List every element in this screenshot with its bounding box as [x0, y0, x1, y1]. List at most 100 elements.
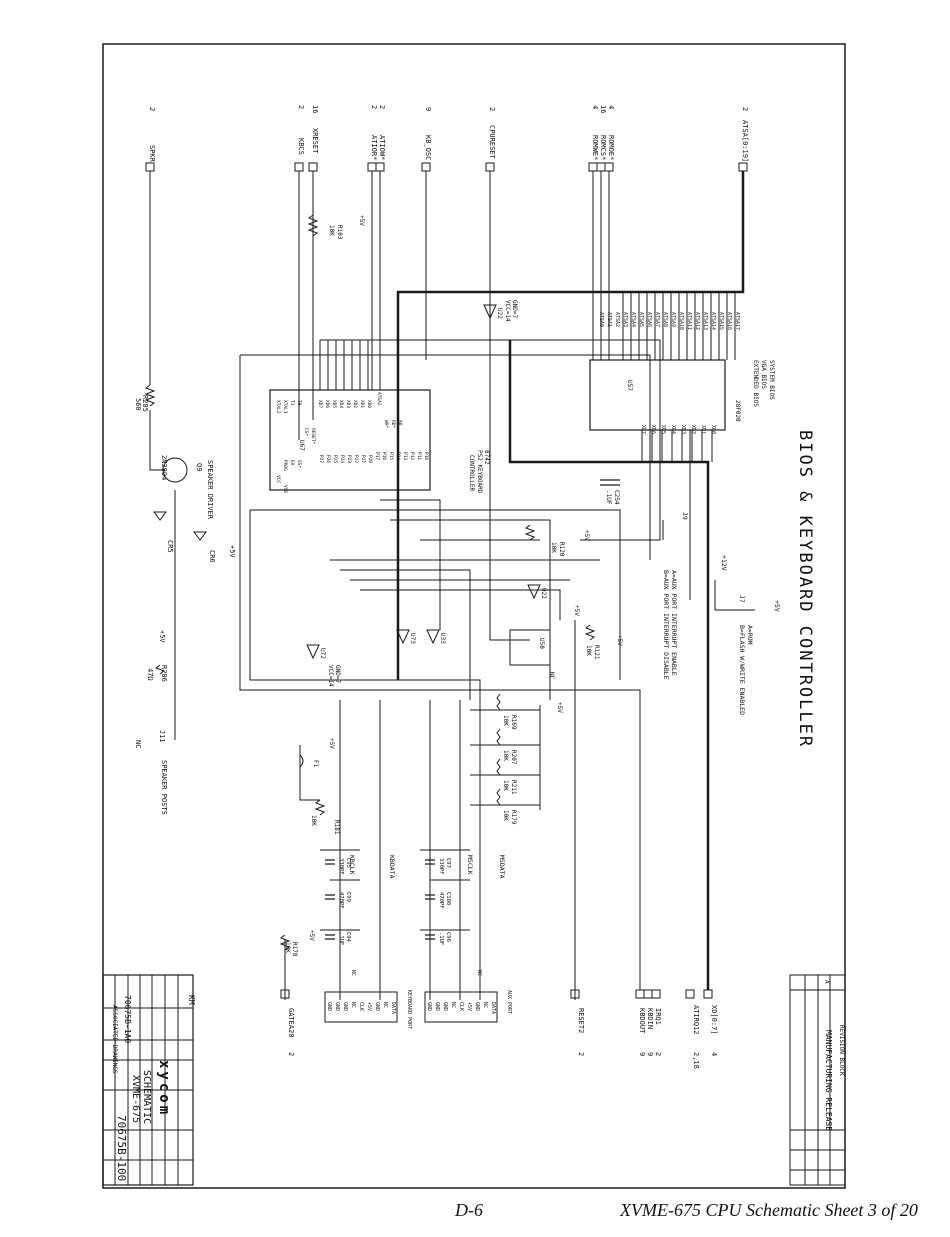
signal-atiow-sheet: 2: [378, 105, 386, 109]
plus5-r103: +5V: [358, 215, 365, 226]
svg-text:XD2: XD2: [690, 425, 696, 434]
svg-text:ATSA3: ATSA3: [622, 312, 628, 327]
svg-text:+5V: +5V: [366, 1002, 372, 1011]
svg-text:NC: NC: [482, 1002, 488, 1008]
signal-irq1: IRQ1: [654, 1008, 662, 1025]
sheet-border: [102, 43, 846, 1189]
signal-gatea20-sheet: 2: [287, 1052, 295, 1056]
connector-xreset: [308, 162, 318, 172]
svg-text:XD4: XD4: [670, 425, 676, 434]
plus5-j7: +5V: [773, 600, 781, 612]
svg-text:XD1: XD1: [359, 400, 365, 408]
signal-kbdin-sheet: 9: [646, 1052, 654, 1056]
j7-text-a: A=ROM: [746, 625, 754, 645]
atsa-bus: [396, 171, 745, 680]
title-block-title: SCHEMATIC: [141, 1070, 152, 1124]
title-block-model: XVME-675: [130, 1075, 141, 1123]
jumper-j9: J9 A=AUX PORT INTERRUPT ENABLE B=AUX POR…: [662, 512, 689, 680]
bios-chip-line1: SYSTEM BIOS: [768, 360, 775, 400]
r205-value: 560: [134, 398, 142, 411]
plus5-u50: +5V: [573, 605, 580, 616]
svg-text:ATSA6: ATSA6: [646, 312, 652, 327]
speaker-posts-label: SPEAKER POSTS: [160, 760, 168, 815]
r179-ref: R179: [510, 810, 517, 825]
svg-text:XTAL2: XTAL2: [275, 400, 281, 414]
svg-text:ATSA2: ATSA2: [614, 312, 620, 327]
pullup-ladder: +5V R169 10K R207 10K R211 10K R179 10K: [496, 693, 563, 825]
net-msclk: MSCLK: [466, 855, 474, 875]
resistors-r120-r121: R120 10K +5V R121 10K +5V +5V NC: [524, 524, 623, 680]
svg-text:10K: 10K: [284, 942, 291, 953]
kbc-chip-body: [269, 389, 431, 491]
j7-ref: J7: [738, 595, 746, 603]
kbc-line1: PS2 KEYBOARD: [476, 450, 483, 494]
svg-text:XD3: XD3: [345, 400, 351, 408]
svg-text:ATSA16: ATSA16: [726, 312, 732, 330]
r181-ref: R181: [333, 820, 340, 835]
svg-text:GND: GND: [474, 1002, 480, 1011]
speaker-posts: R206 47Ω +5V J11 SPEAKER POSTS NC: [134, 630, 168, 815]
signal-atsa: ATSA[0:19]: [741, 120, 749, 162]
nc-u50: NC: [548, 672, 555, 680]
connector-spkr: [145, 162, 155, 172]
svg-text:CLK: CLK: [458, 1002, 464, 1011]
j9-ref: J9: [681, 512, 689, 520]
resistor-r211: [496, 758, 501, 776]
signal-atsa-sheet: 2: [741, 107, 749, 111]
plus5-fuse: +5V: [328, 738, 335, 749]
svg-text:WR*: WR*: [383, 420, 389, 428]
svg-text:C97: C97: [445, 858, 451, 868]
svg-text:RD*: RD*: [390, 420, 396, 428]
svg-text:C99: C99: [345, 892, 351, 902]
resistor-r121: [584, 624, 596, 641]
svg-text:P14: P14: [395, 452, 401, 460]
keyboard-port-label: KEYBOARD PORT: [406, 990, 412, 1029]
svg-text:P25: P25: [332, 455, 338, 463]
cap-c96: [425, 934, 435, 940]
sheet-title: BIOS & KEYBOARD CONTROLLER: [795, 430, 815, 748]
svg-text:DATA: DATA: [490, 1002, 496, 1014]
signal-atior: ATIOR*: [370, 135, 378, 160]
signal-kbdout-sheet: 9: [638, 1052, 646, 1056]
bios-chip-body: [589, 359, 726, 431]
svg-text:C94: C94: [345, 932, 351, 943]
svg-text:XD0: XD0: [710, 425, 716, 434]
svg-text:ATSA5: ATSA5: [638, 312, 644, 327]
svg-text:GND: GND: [334, 1002, 340, 1011]
plus5-r178: +5V: [308, 930, 315, 941]
signal-romwe: ROMWE*: [591, 135, 599, 160]
svg-text:P16: P16: [381, 452, 387, 460]
connector-atsa: [738, 162, 748, 172]
svg-text:A0: A0: [397, 420, 403, 426]
connector-romcs: [596, 162, 606, 172]
revision-block-title: REVISION BLOCK: [838, 1025, 845, 1076]
svg-text:C95: C95: [345, 858, 351, 868]
connector-atior: [367, 162, 377, 172]
signal-romwe-sheet: 4: [591, 105, 599, 109]
bios-chip-line2: VGA BIOS: [760, 360, 767, 389]
plus5-r120: +5V: [583, 530, 590, 541]
net-kbclk: KBCLK: [348, 855, 356, 875]
svg-text:XD5: XD5: [331, 400, 337, 408]
svg-text:ATSA11: ATSA11: [686, 312, 692, 330]
signal-xd: XD[0:7]: [710, 1005, 718, 1035]
r120-ref: R120: [558, 542, 565, 557]
r169-value: 10K: [502, 715, 509, 726]
bios-chip-part: 28F020: [734, 400, 741, 422]
svg-text:ATSA0: ATSA0: [598, 312, 604, 327]
svg-text:P17: P17: [374, 452, 380, 460]
svg-text:GND: GND: [426, 1002, 432, 1011]
diode-cr6: [193, 531, 207, 541]
nc-speaker: NC: [134, 740, 142, 748]
svg-text:PROG: PROG: [282, 460, 288, 471]
svg-text:ATSA4: ATSA4: [630, 312, 636, 327]
f1-ref: F1: [312, 760, 319, 768]
svg-text:ATSA8: ATSA8: [662, 312, 668, 327]
gate-u73-a: [396, 629, 410, 645]
bios-data-labels: XD0 XD1 XD2 XD3 XD4 XD5 XD6 XD7: [640, 425, 716, 434]
svg-text:XD7: XD7: [317, 400, 323, 408]
gates: U22 U22 U72 U73 U33 U50 VCC=14 GND=7 VCC…: [306, 300, 551, 687]
revision-block: REVISION BLOCK A MANUFACTURING RELEASE: [789, 974, 846, 1186]
r206-value: 47Ω: [146, 668, 154, 681]
